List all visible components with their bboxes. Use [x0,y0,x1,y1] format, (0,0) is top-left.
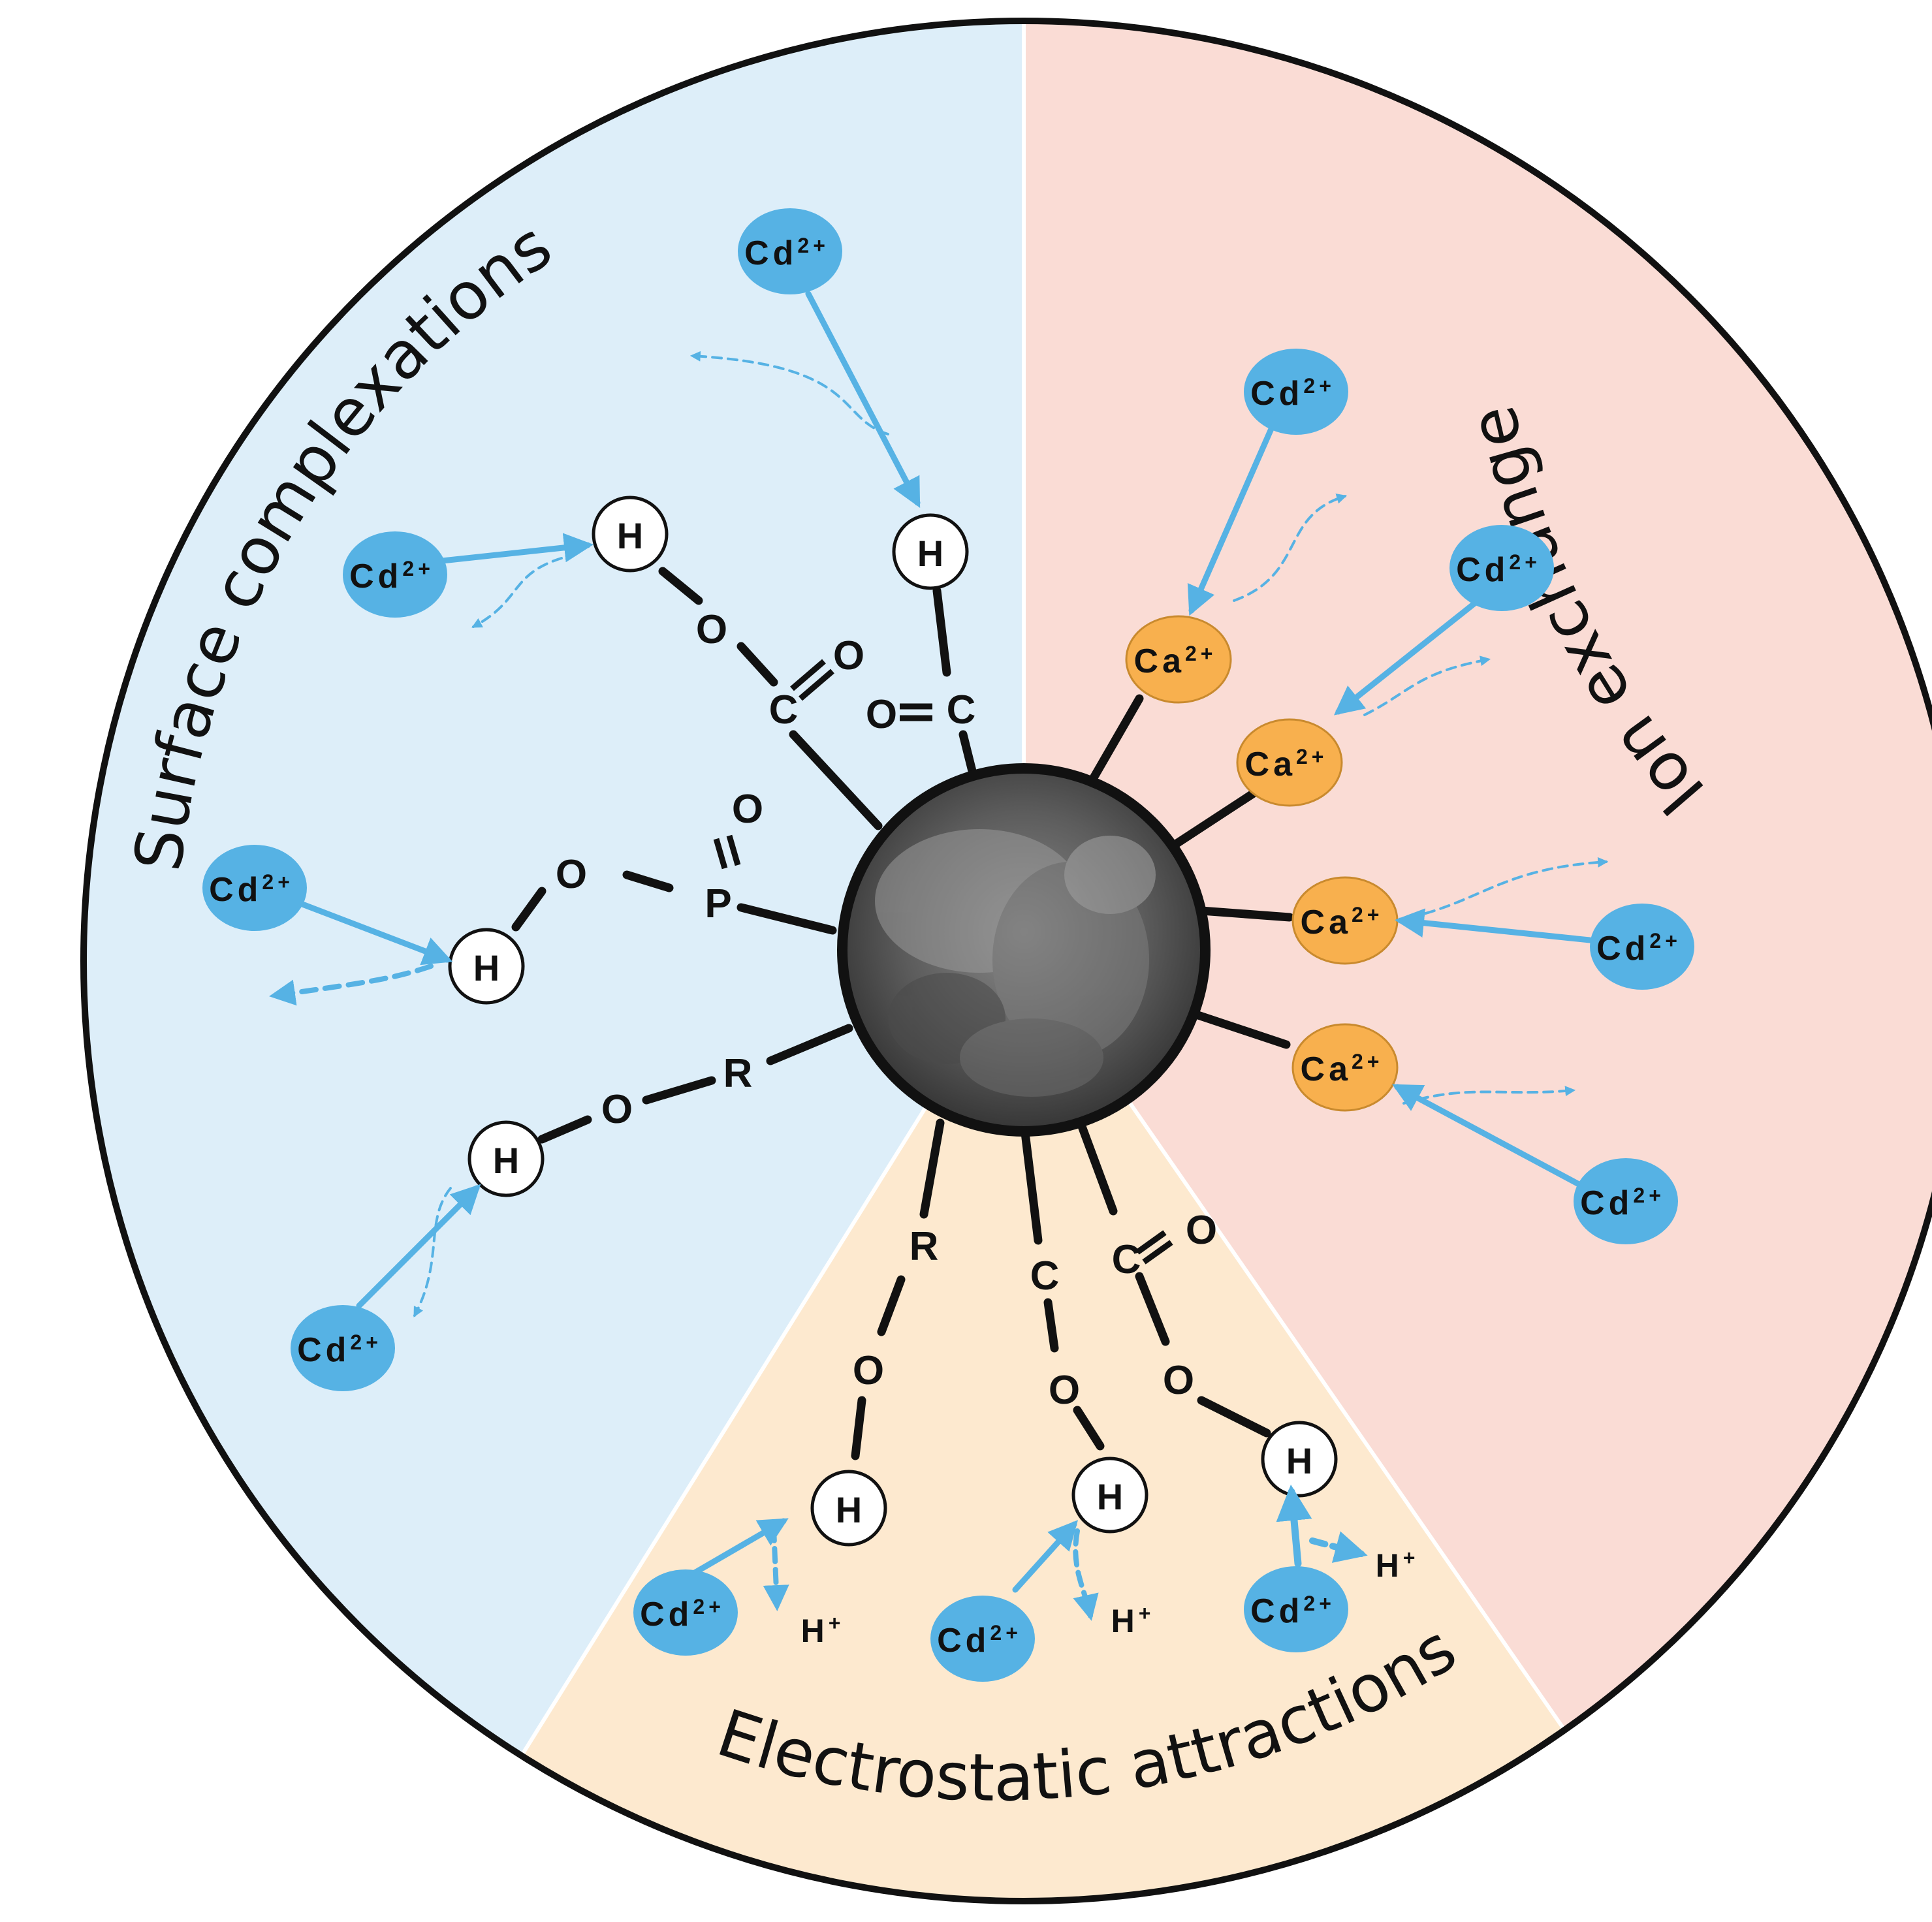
atom-carbon: C [1112,1237,1141,1282]
ca-ion: Ca2+ [1236,718,1343,807]
atom-oxygen: O [556,852,587,897]
svg-text:Cd2+: Cd2+ [640,1595,725,1633]
electrostatic-region [418,950,1698,1901]
hydrogen-atom: H [467,1120,545,1197]
ca-ion: Ca2+ [1291,876,1399,965]
cd-ion: Cd2+ [202,845,307,931]
svg-text:H: H [617,515,643,556]
atom-oxygen: O [732,787,763,832]
hydrogen-atom: H [892,513,969,590]
proton-labels: H+ H+ H+ [801,1546,1419,1649]
atom-oxygen: O [696,607,727,652]
atom-carbon: C [947,687,976,733]
svg-text:Cd2+: Cd2+ [349,557,434,595]
atom-r-group: R [910,1224,939,1269]
svg-text:Cd2+: Cd2+ [1250,1592,1335,1630]
svg-text:Cd2+: Cd2+ [937,1621,1022,1660]
svg-text:Cd2+: Cd2+ [744,234,829,272]
atom-r-group: R [723,1051,753,1096]
outer-ring [80,18,1932,1904]
svg-text:Cd2+: Cd2+ [209,870,294,909]
hydrogen-atom: H [1261,1421,1338,1498]
hydrogen-atom: H [1071,1457,1148,1534]
svg-text:H: H [836,1489,862,1530]
cd-ion: Cd2+ [633,1569,738,1656]
cd-ion: Cd2+ [291,1305,395,1391]
svg-text:Cd2+: Cd2+ [1250,374,1335,413]
atom-phosphorus: P [705,881,731,926]
ca-ion: Ca2+ [1125,615,1232,704]
atom-oxygen: O [866,692,897,737]
atom-oxygen: O [853,1348,884,1393]
svg-text:Cd2+: Cd2+ [1580,1184,1665,1222]
svg-text:Ca2+: Ca2+ [1134,642,1217,680]
svg-text:Cd2+: Cd2+ [1456,550,1541,589]
hydrogen-atom: H [810,1470,887,1547]
svg-text:Ca2+: Ca2+ [1301,1050,1384,1088]
h-plus-label: H+ [1376,1546,1419,1584]
svg-text:H: H [493,1140,519,1181]
biochar-particle [837,763,1211,1137]
svg-text:H: H [917,533,943,574]
cd-ion: Cd2+ [343,531,447,618]
atom-oxygen: O [1049,1368,1080,1413]
svg-text:H: H [473,947,499,988]
svg-text:Ca2+: Ca2+ [1245,745,1328,783]
atom-carbon: C [1030,1253,1060,1299]
hydrogen-atom: H [448,928,525,1005]
cadmium-ions: Cd2+ Cd2+ Cd2+ Cd2+ Cd2+ Cd2+ Cd2+ Cd2+ … [202,208,1694,1682]
cd-ion: Cd2+ [930,1596,1035,1682]
calcium-ions: Ca2+ Ca2+ Ca2+ Ca2+ [1125,615,1399,1112]
hydrogen-atoms: H H H H H H H [448,496,1338,1547]
ca-ion: Ca2+ [1291,1023,1399,1112]
atom-labels: O O C O C O P O R O R O C O C O O [556,607,1217,1413]
bonds [511,567,1294,1460]
cd-ion: Cd2+ [1244,1566,1348,1652]
svg-text:H: H [1286,1440,1312,1481]
double-bonds [713,659,1173,1265]
cd-ion: Cd2+ [738,208,842,294]
h-plus-label: H+ [1111,1601,1155,1639]
atom-oxygen: O [601,1087,633,1132]
svg-text:Cd2+: Cd2+ [1596,929,1681,968]
svg-text:Ca2+: Ca2+ [1301,903,1384,941]
svg-text:Cd2+: Cd2+ [297,1331,382,1369]
h-plus-label: H+ [801,1611,845,1649]
svg-text:H: H [1097,1476,1123,1517]
atom-oxygen: O [1163,1358,1194,1403]
cd-ion: Cd2+ [1449,525,1554,611]
cd-ion: Cd2+ [1244,349,1348,435]
atom-carbon: C [769,687,799,733]
hydrogen-atom: H [592,496,669,573]
cd-ion: Cd2+ [1574,1158,1678,1244]
atom-oxygen: O [1186,1208,1217,1253]
cd-ion: Cd2+ [1590,904,1694,990]
adsorption-arrows [269,291,1609,1621]
atom-oxygen: O [833,633,864,678]
